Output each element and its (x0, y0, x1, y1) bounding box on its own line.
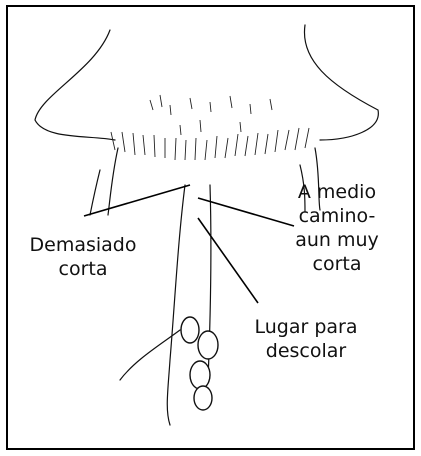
label-too-short-line2: corta (18, 257, 148, 281)
label-too-short-line1: Demasiado (18, 233, 148, 257)
fur-texture (111, 95, 309, 160)
label-place-line1: Lugar para (236, 315, 376, 339)
label-halfway-line2: camino- (282, 204, 392, 228)
left-haunch-outline (35, 30, 115, 140)
label-place-line2: descolar (236, 339, 376, 363)
label-too-short: Demasiado corta (18, 233, 148, 281)
label-place: Lugar para descolar (236, 315, 376, 363)
genital-lobes (181, 317, 218, 410)
pointer-too-short (84, 185, 190, 216)
pointer-halfway (198, 198, 294, 226)
label-halfway: A medio camino- aun muy corta (282, 180, 392, 276)
pointer-place (198, 218, 258, 303)
left-leg-outline (90, 148, 118, 215)
right-haunch-outline (304, 25, 378, 140)
label-halfway-line3: aun muy (282, 228, 392, 252)
label-halfway-line4: corta (282, 252, 392, 276)
label-halfway-line1: A medio (282, 180, 392, 204)
